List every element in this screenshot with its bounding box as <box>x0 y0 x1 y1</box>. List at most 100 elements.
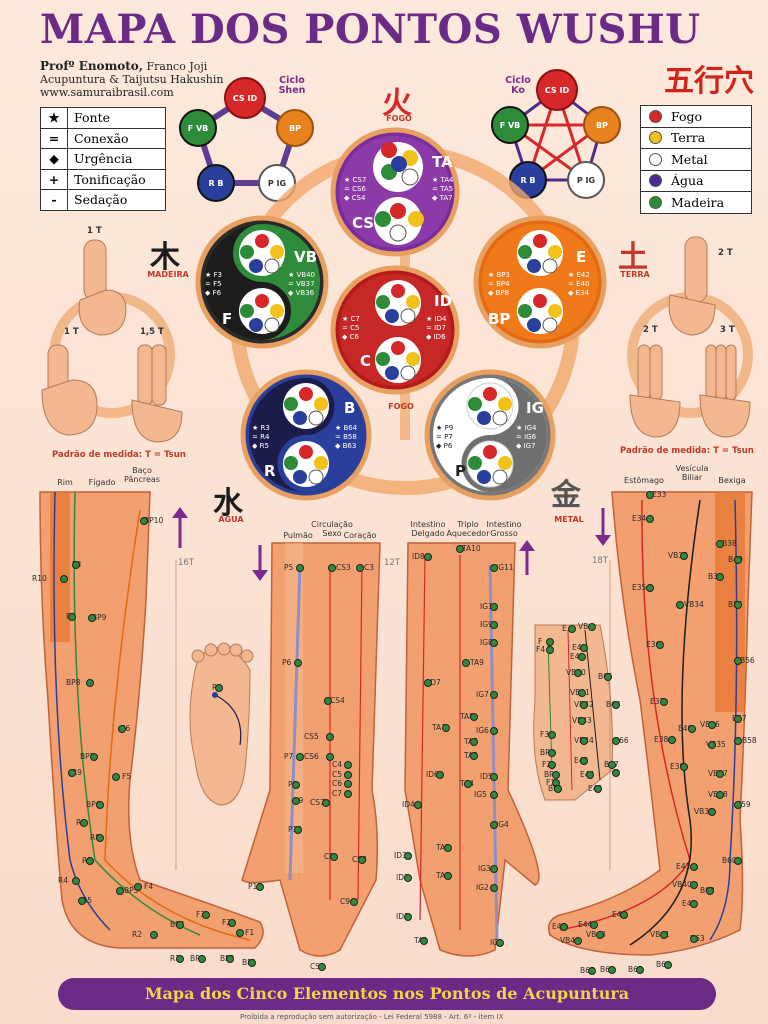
right-leg-point-dot <box>590 921 598 929</box>
left-leg-point-label: F1 <box>245 928 255 937</box>
inner-arm-point-dot <box>330 853 338 861</box>
small-foot-point-dot <box>580 757 588 765</box>
small-foot-point-dot <box>594 785 602 793</box>
svg-text:P IG: P IG <box>268 179 286 188</box>
right-leg-point-label: VB40 <box>672 880 692 889</box>
svg-text:R B: R B <box>208 179 223 188</box>
copyright-note: Proibida a reprodução sem autorização - … <box>240 1013 504 1021</box>
small-foot-point-label: F2 <box>542 760 552 769</box>
outer-arm-point-label: ID3 <box>394 851 407 860</box>
small-foot-point-label: BP2 <box>544 770 558 779</box>
left-leg-point-dot <box>86 679 94 687</box>
f-code: F <box>222 310 233 328</box>
inner-arm-point-label: P5 <box>284 563 294 572</box>
left-leg-point-dot <box>150 931 158 939</box>
left-leg-point-label: BP5 <box>124 886 139 895</box>
ta-points: ★ TA4= TA5◆ TA7 <box>432 176 454 202</box>
legend-row-tonificacao: +Tonificação <box>41 169 165 190</box>
right-leg-point-label: E42 <box>682 899 696 908</box>
metal-dot-icon <box>649 152 662 166</box>
right-leg-point-dot <box>676 601 684 609</box>
left-leg-point-dot <box>80 819 88 827</box>
small-foot-point-dot <box>580 737 588 745</box>
left-leg-point-dot <box>68 769 76 777</box>
right-leg-point-label: B64 <box>656 960 671 969</box>
small-foot-point-label: F4 <box>536 645 546 654</box>
small-foot-point-dot <box>554 785 562 793</box>
small-foot-point-dot <box>588 623 596 631</box>
legend-label: Conexão <box>74 130 129 146</box>
outer-arm-point-dot <box>490 791 498 799</box>
cs-points: ★ CS7= CS6◆ CS4 <box>344 176 367 202</box>
water-element-circle <box>240 369 372 501</box>
earth-label: TERRA <box>620 270 650 279</box>
legend-label: Sedação <box>74 192 128 208</box>
svg-text:CS ID: CS ID <box>233 94 258 103</box>
ta-code: TA <box>432 153 453 171</box>
svg-text:F VB: F VB <box>500 121 521 130</box>
right-leg-point-dot <box>734 715 742 723</box>
left-leg-point-label: F5 <box>122 772 132 781</box>
right-leg-point-label: E44 <box>578 920 593 929</box>
left-leg-point-label: BP6 <box>86 800 101 809</box>
right-leg-point-dot <box>608 966 616 974</box>
right-leg-point-dot <box>660 698 668 706</box>
outer-arm-point-dot <box>490 884 498 892</box>
measure-16t-left: 16T <box>178 558 195 568</box>
fire2-label: FOGO <box>388 402 414 411</box>
c-points: ★ C7= C5◆ C6 <box>342 315 360 341</box>
small-foot-point-dot <box>548 749 556 757</box>
outer-arm-point-dot <box>404 913 412 921</box>
e-points: ★ E42= E40◆ E34 <box>568 271 590 297</box>
small-foot-point-dot <box>578 717 586 725</box>
fire-element-circle <box>330 127 460 257</box>
title-kanji: 五行穴 <box>664 64 754 99</box>
vb-code: VB <box>294 248 318 266</box>
left-leg-point-dot <box>68 613 76 621</box>
outer-arm-point-dot <box>470 713 478 721</box>
inner-arm-point-label: P7 <box>284 752 294 761</box>
small-foot-point-dot <box>546 638 554 646</box>
right-leg-point-dot <box>664 961 672 969</box>
small-foot-point-label: E41 <box>572 643 586 652</box>
right-leg-point-label: E33 <box>652 490 667 499</box>
outer-arm-point-label: ID7 <box>428 678 441 687</box>
wood-dot-icon <box>649 195 662 209</box>
label-intestino-grosso: Intestino Grosso <box>486 520 522 538</box>
right-leg-point-dot <box>688 725 696 733</box>
outer-arm-point-label: ID8 <box>412 552 425 561</box>
small-foot-point-label: BP3 <box>540 748 554 757</box>
measure-3t: 3 T <box>720 325 735 335</box>
right-leg-point-dot <box>708 721 716 729</box>
legend-label: Urgência <box>74 151 133 167</box>
foot-sole-illustration <box>189 642 254 806</box>
inner-arm-point-label: C9 <box>340 897 351 906</box>
id-code: ID <box>434 292 453 310</box>
outer-arm-point-label: ID4 <box>402 800 415 809</box>
right-leg-point-dot <box>656 641 664 649</box>
outer-arm-point-dot <box>496 939 504 947</box>
bp-points: ★ BP3= BP4◆ BP8 <box>488 271 510 297</box>
measure-std-right: Padrão de medida: T = Tsun <box>620 446 754 456</box>
small-foot-point-label: B66 <box>614 736 629 745</box>
inner-arm-point-dot <box>294 659 302 667</box>
left-leg-point-dot <box>112 773 120 781</box>
outer-arm-point-dot <box>490 621 498 629</box>
wood-element-circle <box>195 215 329 349</box>
right-leg-point-dot <box>708 741 716 749</box>
right-leg-point-label: E39 <box>670 762 685 771</box>
outer-arm-point-label: ID6 <box>426 770 439 779</box>
inner-arm-point-dot <box>292 797 300 805</box>
inner-arm-point-label: CS3 <box>336 563 351 572</box>
star-icon: ★ <box>41 108 68 128</box>
label-triplo-aquecedor: Triplo Aquecedor <box>446 520 490 538</box>
small-foot-point-label: F1 <box>546 778 556 787</box>
legend-label: Tonificação <box>74 171 146 187</box>
metal-kanji: 金 <box>551 478 581 513</box>
right-leg-point-dot <box>680 763 688 771</box>
outer-arm-point-dot <box>462 659 470 667</box>
outer-arm-point-dot <box>404 874 412 882</box>
right-leg-point-label: VB34 <box>684 600 704 609</box>
b-points: ★ B64= B58◆ B63 <box>335 424 358 450</box>
shen-cycle-diagram: CS ID BP P IG R B F VB <box>179 77 314 202</box>
